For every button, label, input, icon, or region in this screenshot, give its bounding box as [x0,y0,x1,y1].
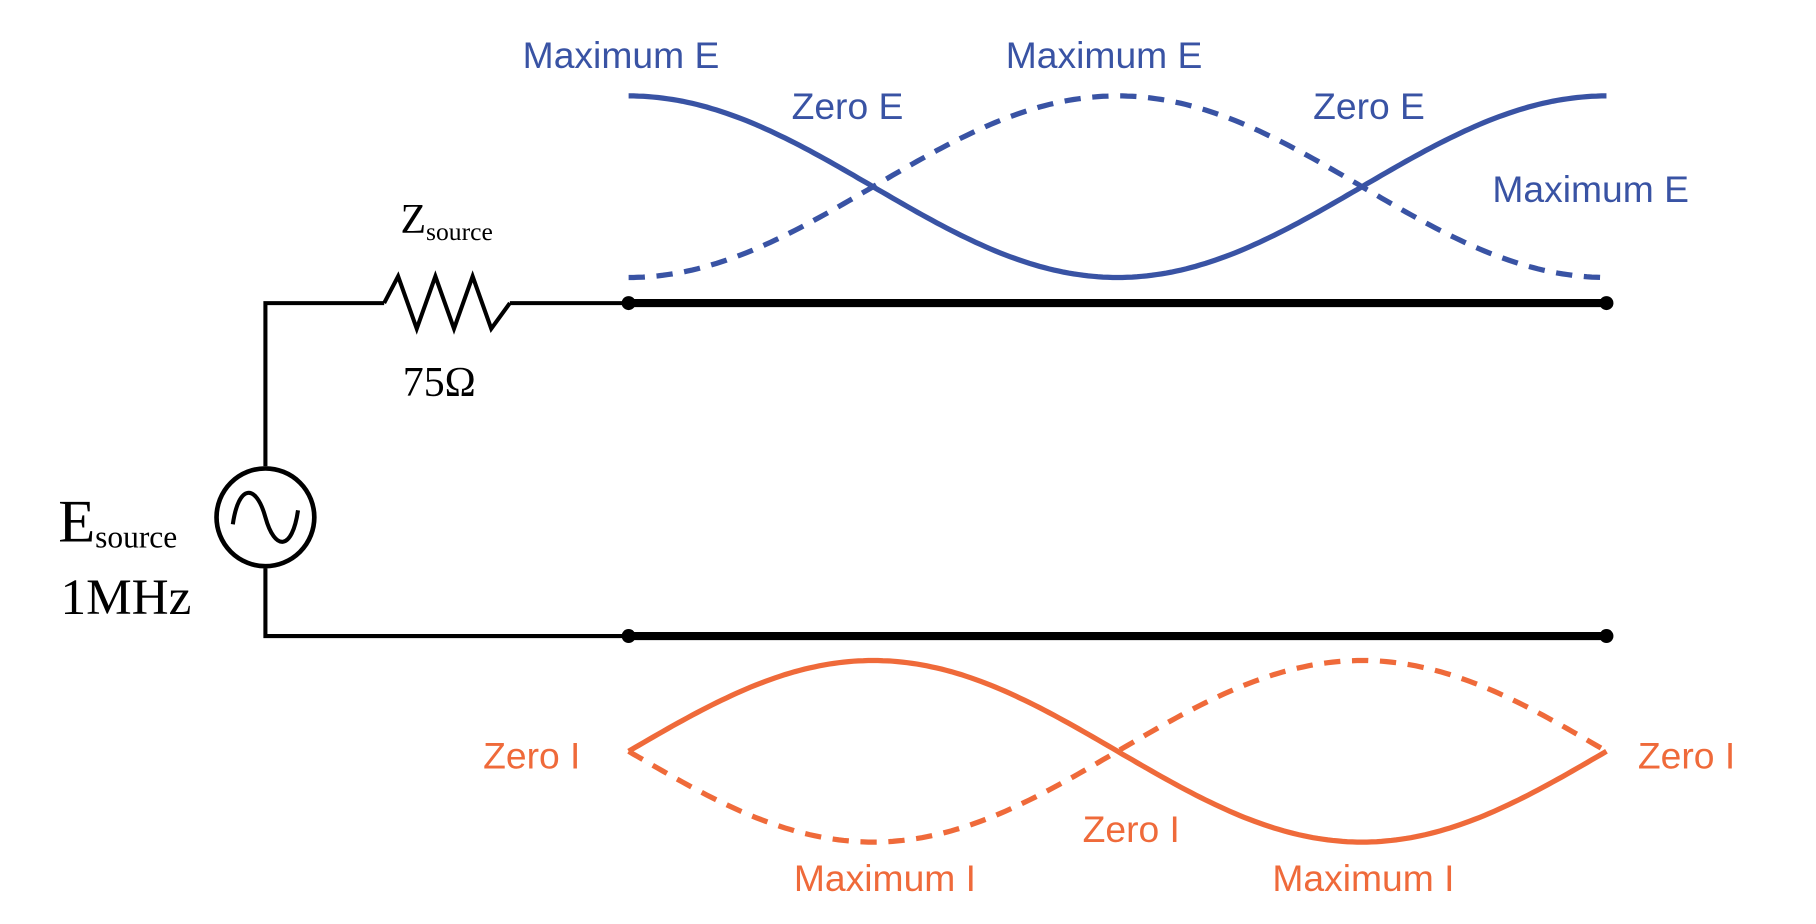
source-label: Esource [58,489,177,556]
resistor-label-main: Z [400,197,426,243]
source-label-main: E [58,489,95,556]
voltage-standing-wave [628,93,1607,281]
source-label-sub: source [95,520,177,555]
voltage-standing-wave-dashed [628,93,1607,281]
terminal-dot [1599,629,1614,644]
terminal-dot [621,629,636,644]
current-label: Zero I [483,735,580,777]
current-standing-wave-dashed [627,657,1608,845]
resistor-icon [382,270,512,335]
current-label: Maximum I [794,857,976,899]
resistor-value: 75Ω [403,360,476,406]
resistor-label: Zsource [400,197,492,246]
top-lead-wire [263,301,385,467]
current-label: Zero I [1083,808,1180,850]
voltage-label: Maximum E [523,34,720,76]
voltage-label: Zero E [1313,85,1425,127]
circuit-wires [263,270,629,639]
current-standing-wave [627,657,1608,845]
current-label: Zero I [1638,735,1735,777]
terminal-dot [621,296,636,311]
terminal-dot [1599,296,1614,311]
ac-source-icon [214,466,317,569]
current-label: Maximum I [1272,857,1454,899]
voltage-label: Zero E [792,85,904,127]
bottom-lead-wire [263,568,629,639]
voltage-label: Maximum E [1006,34,1203,76]
voltage-label: Maximum E [1492,168,1689,210]
resistor-label-sub: source [426,217,493,246]
source-frequency: 1MHz [61,569,192,626]
